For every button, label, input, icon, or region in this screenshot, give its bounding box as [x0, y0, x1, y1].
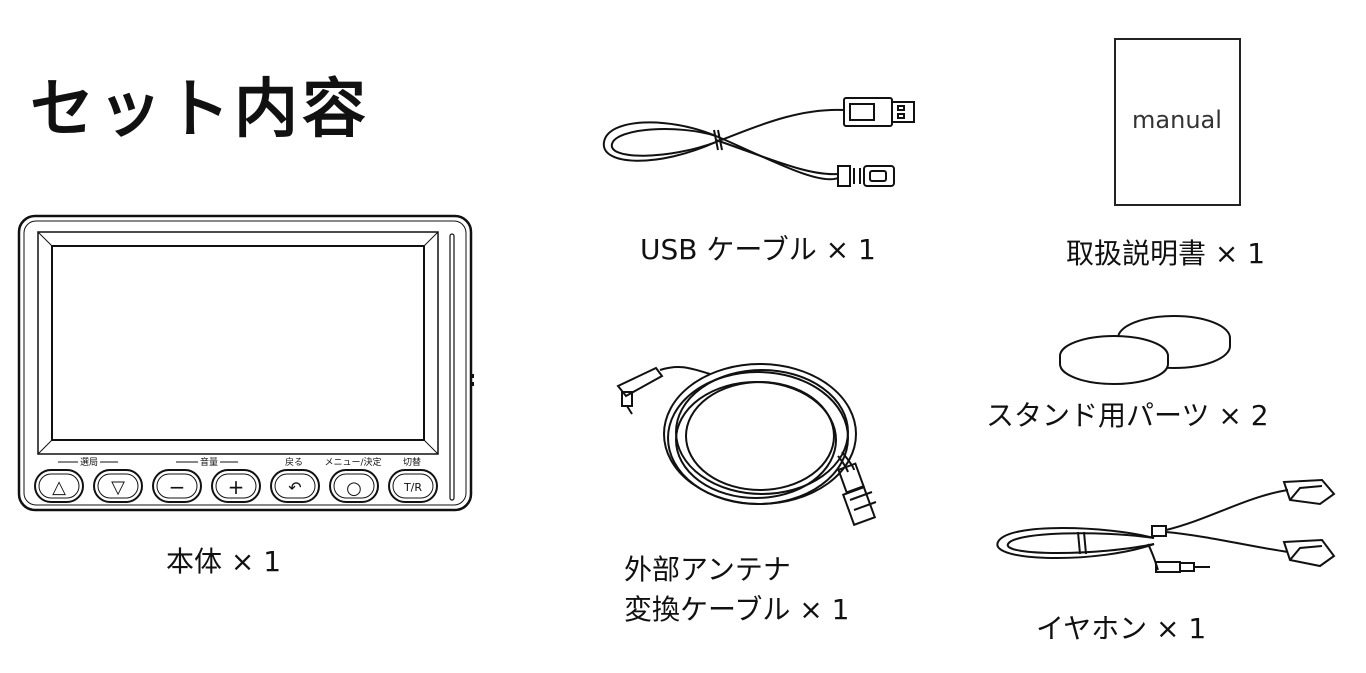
minus-icon: −	[169, 475, 186, 499]
back-button[interactable]: ↶	[270, 469, 320, 503]
manual-cover-text: manual	[1132, 106, 1222, 134]
channel-down-button[interactable]: ▽	[93, 469, 143, 503]
switch-button[interactable]: T/R	[388, 469, 438, 503]
circle-icon: ○	[346, 478, 362, 499]
volume-up-button[interactable]: +	[211, 469, 261, 503]
unit-caption: 本体 × 1	[166, 545, 282, 578]
manual-caption: 取扱説明書 × 1	[1066, 237, 1266, 270]
triangle-up-icon: △	[52, 477, 66, 498]
page-title: セット内容	[30, 73, 370, 147]
stand-caption: スタンド用パーツ × 2	[986, 399, 1269, 432]
usb-cable-illustration	[602, 97, 915, 187]
switch-label: T/R	[403, 481, 422, 494]
label-switch: 切替	[403, 456, 421, 468]
usb-caption: USB ケーブル × 1	[640, 233, 876, 266]
device-illustration: 選局 音量 戻る メニュー/決定 切替 △ ▽ − + ↶ ○ T/R	[17, 214, 474, 512]
label-menu: メニュー/決定	[324, 456, 381, 468]
menu-ok-button[interactable]: ○	[329, 469, 379, 503]
antenna-caption-line2: 変換ケーブル × 1	[624, 593, 850, 626]
volume-down-button[interactable]: −	[152, 469, 202, 503]
antenna-caption-line1: 外部アンテナ	[624, 553, 791, 586]
earphones-caption: イヤホン × 1	[1036, 612, 1207, 645]
plus-icon: +	[228, 475, 245, 499]
channel-up-button[interactable]: △	[34, 469, 84, 503]
earphones-illustration	[996, 478, 1336, 573]
triangle-down-icon: ▽	[111, 477, 125, 498]
label-back: 戻る	[285, 456, 303, 468]
stand-parts-illustration	[1059, 315, 1231, 385]
label-volume: 音量	[200, 456, 218, 468]
return-icon: ↶	[288, 478, 301, 497]
antenna-cable-illustration	[616, 363, 877, 527]
manual-illustration: manual	[1114, 38, 1241, 206]
label-channel: 選局	[80, 457, 98, 468]
